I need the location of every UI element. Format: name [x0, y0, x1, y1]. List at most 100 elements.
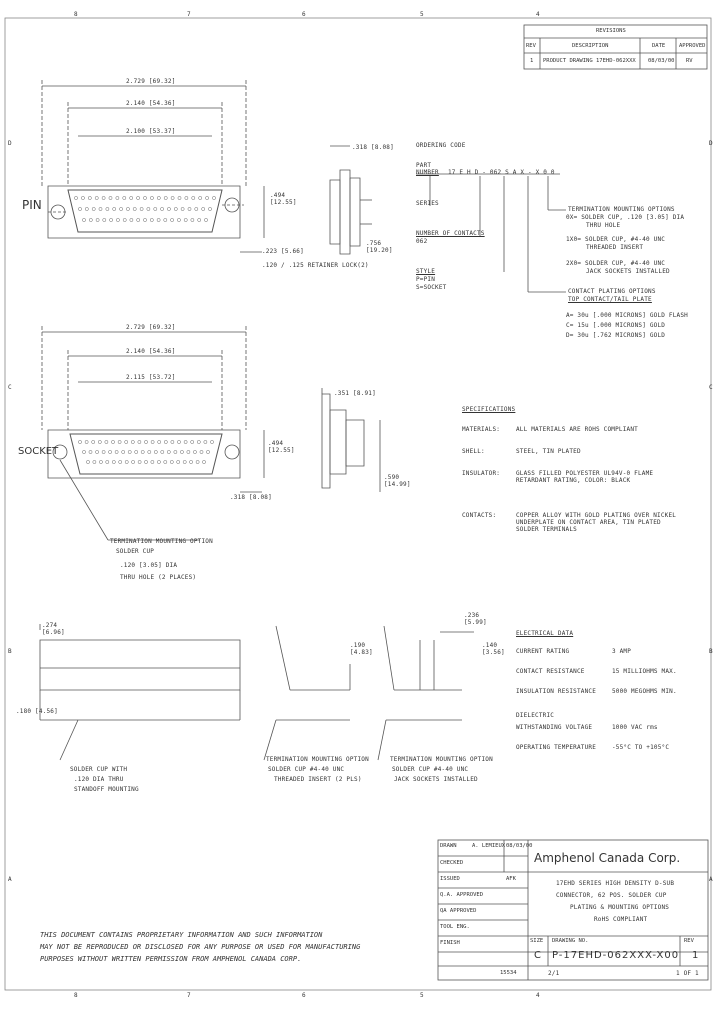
contact-hole — [163, 460, 168, 464]
tb-label-checked: CHECKED — [440, 860, 464, 866]
contact-hole — [173, 207, 178, 211]
contact-hole — [183, 218, 188, 222]
grid-row-d-right: D — [709, 140, 713, 147]
contact-hole — [136, 196, 140, 200]
contact-hole — [153, 450, 158, 454]
grid-col-5: 5 — [420, 11, 424, 18]
contact-hole — [97, 440, 102, 444]
contact-hole — [167, 207, 171, 211]
contact-hole — [197, 218, 202, 222]
contact-hole — [88, 218, 93, 222]
contact-hole — [190, 218, 195, 222]
tb-drawing-no-label: DRAWING NO. — [552, 938, 589, 944]
tb-label-qa-2: QA APPROVED — [440, 908, 477, 914]
grid-row-c-right: C — [709, 384, 713, 391]
contact-hole — [191, 196, 196, 200]
contact-hole — [210, 440, 214, 444]
contact-hole — [193, 450, 197, 454]
tb-rev-label: REV — [684, 938, 694, 944]
grid-col-5-bottom: 5 — [420, 992, 424, 999]
tb-drawn-by: A. LEMIEUX — [472, 843, 506, 849]
contact-hole — [157, 440, 162, 444]
contact-hole — [78, 207, 82, 211]
contact-hole — [140, 450, 145, 454]
bottom-dim-top: .274 [6.96] — [42, 622, 65, 636]
pin-dim-height: .494 [12.55] — [270, 192, 297, 206]
contact-hole — [139, 207, 144, 211]
tb-label-issued: ISSUED — [440, 876, 460, 882]
termination-option-4: THREADED INSERT — [586, 244, 644, 251]
elec-voltage-value: 1000 VAC rms — [612, 724, 658, 731]
contact-hole — [101, 450, 106, 454]
contact-hole — [108, 196, 113, 200]
contact-hole — [177, 196, 182, 200]
termination-option-5: 2X0= SOLDER CUP, #4-40 UNC — [566, 260, 666, 267]
contact-hole — [173, 450, 178, 454]
contact-hole — [198, 196, 203, 200]
contact-hole — [180, 207, 185, 211]
contact-hole — [129, 196, 134, 200]
contact-hole — [95, 450, 99, 454]
contact-hole — [206, 450, 210, 454]
contact-hole — [177, 218, 181, 222]
note-c-dim-a: .190 [4.83] — [350, 642, 373, 656]
contact-hole — [129, 218, 134, 222]
elec-voltage-label: WITHSTANDING VOLTAGE — [516, 724, 593, 731]
contact-hole — [122, 196, 127, 200]
termination-option-1: 0X= SOLDER CUP, .120 [3.05] DIA — [566, 214, 685, 221]
tb-label-drawn: DRAWN — [440, 843, 457, 849]
spec-shell-label: SHELL: — [462, 448, 485, 455]
ordering-contacts-label: NUMBER OF CONTACTS — [416, 230, 485, 237]
spec-contacts-label: CONTACTS: — [462, 512, 497, 519]
ordering-title: ORDERING CODE — [416, 142, 466, 149]
notice-line-2: MAY NOT BE REPRODUCED OR DISCLOSED FOR A… — [40, 943, 361, 951]
contact-hole — [149, 218, 154, 222]
contact-hole — [81, 196, 85, 200]
contact-hole — [127, 450, 132, 454]
contact-hole — [116, 218, 120, 222]
plating-option-3: D= 30u [.762 MICRONS] GOLD — [566, 332, 666, 339]
pin-dim-depth: .756 [19.20] — [366, 240, 393, 254]
tb-label-tool: TOOL ENG. — [440, 924, 470, 930]
tb-part-no: P-17EHD-062XXX-X00 — [552, 950, 680, 961]
notice-line-3: PURPOSES WITHOUT WRITTEN PERMISSION FROM… — [40, 955, 302, 963]
contact-hole — [201, 207, 206, 211]
contact-hole — [87, 196, 92, 200]
grid-col-7: 7 — [187, 11, 191, 18]
contact-hole — [163, 440, 168, 444]
contact-hole — [111, 460, 116, 464]
note-b-line-3: THREADED INSERT (2 PLS) — [274, 776, 362, 783]
contact-hole — [184, 196, 189, 200]
contact-hole — [208, 207, 212, 211]
contact-hole — [186, 450, 191, 454]
contact-hole — [146, 207, 151, 211]
contact-hole — [108, 450, 112, 454]
revision-header-description: DESCRIPTION — [572, 43, 609, 49]
socket-label: SOCKET — [18, 446, 59, 457]
contact-hole — [160, 450, 165, 454]
contact-hole — [202, 460, 206, 464]
grid-row-b: B — [8, 648, 12, 655]
elec-temperature-value: -55°C TO +105°C — [612, 744, 670, 751]
desc-line-1: 17EHD SERIES HIGH DENSITY D-SUB — [556, 880, 675, 887]
contact-hole — [156, 218, 161, 222]
tb-rev: 1 — [692, 950, 699, 961]
note-a-line-3: STANDOFF MOUNTING — [74, 786, 139, 793]
grid-col-7-bottom: 7 — [187, 992, 191, 999]
socket-dim-mount: .318 [8.08] — [230, 494, 272, 501]
ordering-contacts-value: 062 — [416, 238, 428, 245]
contact-hole — [170, 218, 174, 222]
contact-hole — [124, 440, 129, 444]
spec-insulator-label: INSULATOR: — [462, 470, 501, 477]
ordering-series-label: SERIES — [416, 200, 439, 207]
contact-hole — [176, 460, 181, 464]
contact-hole — [199, 450, 204, 454]
grid-col-4-bottom: 4 — [536, 992, 540, 999]
contact-hole — [134, 450, 139, 454]
contact-hole — [119, 207, 123, 211]
socket-dim-side: .351 [8.91] — [334, 390, 376, 397]
contact-hole — [117, 440, 122, 444]
socket-dim-height: .494 [12.55] — [268, 440, 295, 454]
contact-hole — [182, 460, 187, 464]
contact-hole — [157, 460, 161, 464]
